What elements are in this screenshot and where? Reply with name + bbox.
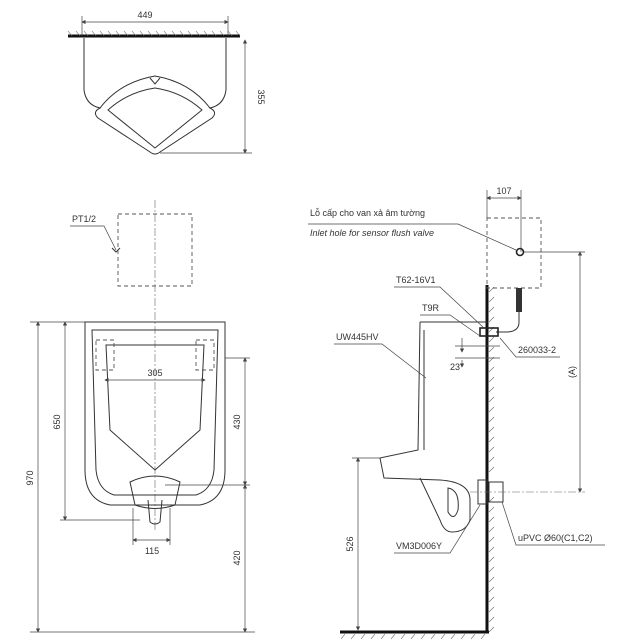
side-view: 107 Lỗ cấp cho van xả âm tường Inlet hol…	[308, 186, 605, 640]
outlet-height-dim-label: 430	[232, 414, 242, 429]
outlet-floor-dim-label: 420	[232, 550, 242, 565]
part-260033-label: 260033-2	[518, 345, 556, 355]
outlet-width-dim-label: 115	[145, 546, 159, 556]
bolt-spacing-dim-label: 305	[147, 368, 162, 378]
front-view: PT1/2 305 650 970 430 420 115	[25, 200, 255, 633]
drain-label: uPVC Ø60(C1,C2)	[518, 533, 593, 543]
depth-dim-label: 355	[256, 89, 266, 104]
height-dim-label: 650	[52, 414, 62, 429]
pipe-label: PT1/2	[72, 214, 96, 224]
offset-dim-label: 107	[496, 186, 511, 196]
part-t9r-label: T9R	[422, 303, 440, 313]
top-view: 449 355	[67, 10, 266, 155]
part-t62-label: T62-16V1	[396, 275, 436, 285]
total-height-dim-label: 970	[25, 470, 35, 485]
a-dim-label: (A)	[567, 366, 577, 378]
width-dim-label: 449	[137, 10, 152, 20]
part-urinal-label: UW445HV	[336, 332, 379, 342]
gap-dim-label: 23	[450, 362, 460, 372]
inlet-label-en: Inlet hole for sensor flush valve	[310, 228, 434, 238]
rim-height-dim-label: 526	[345, 536, 355, 551]
part-trap-label: VM3D006Y	[396, 541, 442, 551]
inlet-label-vi: Lỗ cấp cho van xả âm tường	[310, 208, 425, 218]
